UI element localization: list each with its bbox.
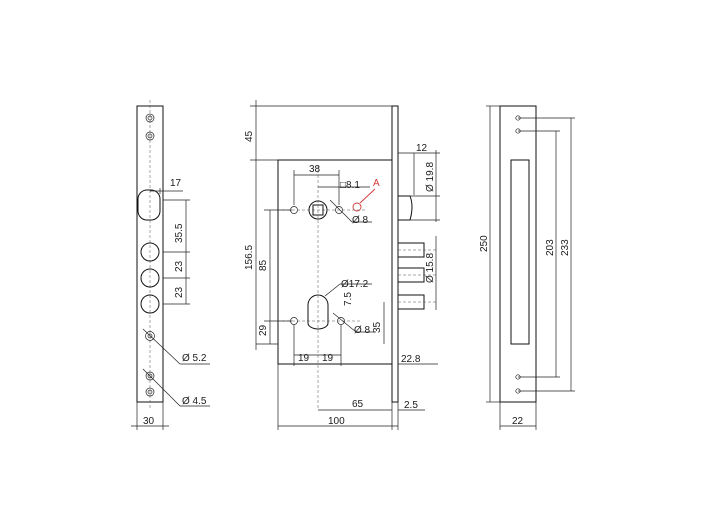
lock-case [277,159,393,365]
faceplate-bottom-screw-holes [145,331,155,397]
dead-bolts [397,242,436,310]
latch-bolt [398,195,413,221]
dim-body-dia-15-8: Ø 15.8 [425,253,436,283]
dim-faceplate-35-5: 35.5 [174,223,185,243]
dim-faceplate-23-a: 23 [174,260,185,272]
dim-body-dia-8-lower: Ø 8 [354,325,371,336]
strike-plate-outline [499,105,537,403]
dim-body-19-right: 19 [322,353,334,364]
strike-plate-view: 250 203 233 22 [479,105,575,430]
dim-strike-203: 203 [545,239,556,256]
dim-body-29: 29 [258,324,269,336]
faceplate-view: 17 35.5 23 23 Ø 5.2 Ø 4.5 30 [131,100,210,430]
dim-body-12: 12 [416,143,428,154]
dim-strike-233: 233 [560,239,571,256]
dim-body-square-8-1: □8.1 [340,180,360,191]
dim-faceplate-30: 30 [143,416,155,427]
dim-strike-22: 22 [512,416,524,427]
dim-body-100: 100 [328,416,345,427]
dim-body-65: 65 [352,399,364,410]
latch-slot [137,189,161,221]
dim-body-38: 38 [309,164,321,175]
dim-faceplate-17: 17 [170,178,182,189]
lock-body-view: 45 38 □8.1 A Ø 8 12 Ø 19.8 156.5 85 29 [244,100,440,430]
dim-faceplate-dia-5-2: Ø 5.2 [182,353,207,364]
dim-body-35: 35 [372,321,383,333]
dim-body-156-5: 156.5 [244,245,255,270]
dim-strike-250: 250 [479,235,490,252]
strike-plate-slot [510,159,530,345]
front-plate [391,105,399,403]
dim-body-22-8: 22.8 [401,354,421,365]
faceplate-top-screw-holes [145,113,155,141]
dim-body-7-5: 7.5 [343,292,354,306]
dim-body-dia-19-8: Ø 19.8 [425,162,436,192]
dim-faceplate-dia-4-5: Ø 4.5 [182,396,207,407]
faceplate-bolt-holes [140,242,160,314]
dim-body-45: 45 [244,130,255,142]
callout-a-label: A [373,178,380,189]
dim-faceplate-23-b: 23 [174,286,185,298]
callout-a-hole [352,202,362,212]
dim-body-dia-8-upper: Ø 8 [352,215,369,226]
spindle-hub [290,200,362,220]
dim-body-85: 85 [258,259,269,271]
dim-body-2-5: 2.5 [404,400,418,411]
dim-body-19-left: 19 [298,353,310,364]
cylinder-cutout [307,294,329,330]
dim-body-dia-17-2: Ø17.2 [341,279,369,290]
